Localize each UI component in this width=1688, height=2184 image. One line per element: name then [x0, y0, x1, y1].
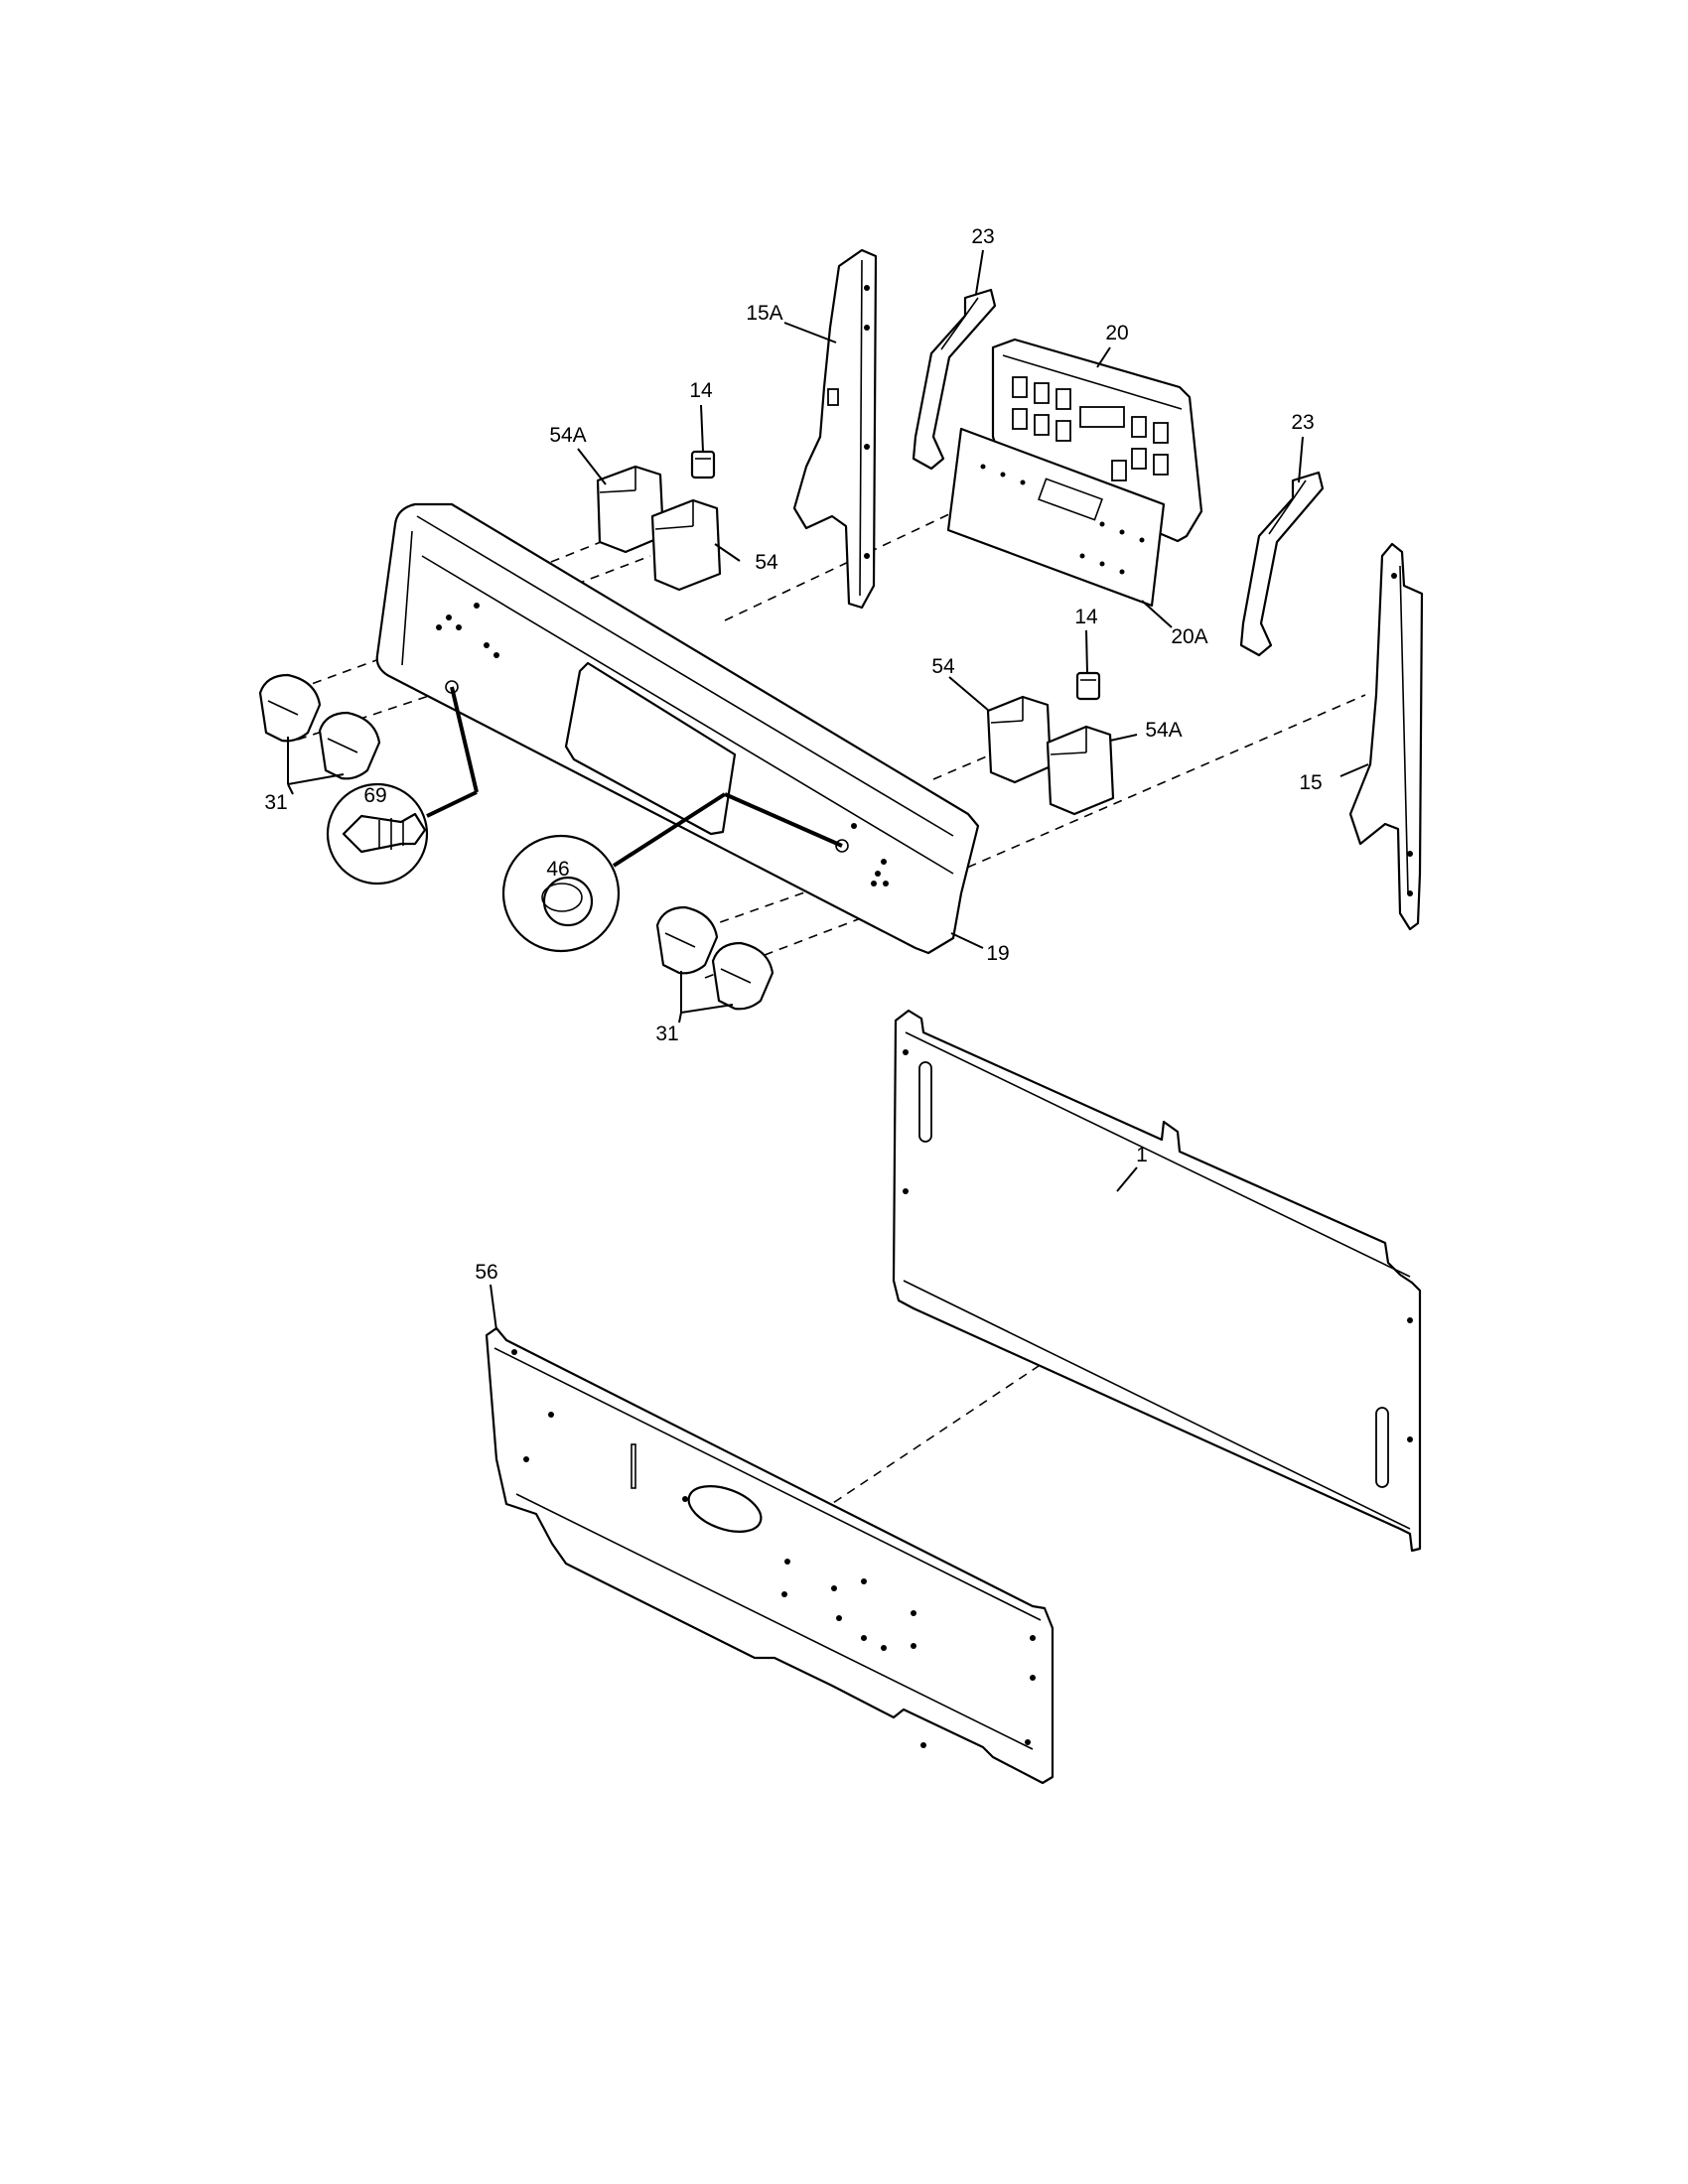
callout-31-lower: 31: [655, 1023, 678, 1045]
callout-54-lower: 54: [931, 655, 955, 678]
callout-69: 69: [363, 784, 386, 807]
part-1-rear-panel: [892, 1009, 1422, 1553]
knob-mount-holes: [436, 614, 889, 887]
callout-1: 1: [1136, 1144, 1148, 1166]
callout-54A-lower: 54A: [1145, 719, 1182, 742]
callout-46: 46: [546, 858, 569, 881]
callout-14-upper: 14: [689, 379, 713, 402]
part-14-switch-upper: [690, 450, 716, 479]
part-31-knob-upper-left-2: [318, 711, 381, 780]
leader-lines: [287, 249, 1369, 1331]
part-31-knob-lower-right-2: [711, 941, 774, 1011]
part-20A-overlay: [946, 427, 1166, 608]
callout-20A: 20A: [1171, 625, 1207, 648]
callout-23-upper: 23: [971, 225, 994, 248]
callout-14-lower: 14: [1074, 606, 1098, 628]
part-15-side-trim: [1348, 542, 1424, 931]
part-31-knob-lower-right-1: [655, 905, 719, 975]
detail-69-screw: [326, 686, 479, 886]
part-20-control-board: [991, 338, 1203, 543]
part-31-knob-upper-left-1: [258, 673, 322, 743]
part-54-infinite-switch-upper: [650, 498, 722, 592]
part-23-end-cap-right: [1239, 471, 1325, 657]
part-23-end-cap-left: [912, 288, 997, 471]
callout-20: 20: [1105, 322, 1128, 344]
callout-19: 19: [986, 942, 1009, 965]
callout-54A-upper: 54A: [549, 424, 586, 447]
callout-15A: 15A: [746, 302, 782, 325]
callout-15: 15: [1299, 771, 1322, 794]
callout-23-lower: 23: [1291, 411, 1314, 434]
part-14-switch-lower: [1075, 671, 1101, 701]
detail-46-button: [501, 792, 843, 953]
callout-56: 56: [475, 1261, 497, 1284]
part-54-infinite-switch-lower: [986, 695, 1053, 784]
part-56-lower-back-panel: [485, 1326, 1055, 1785]
part-15A-side-trim: [792, 248, 878, 610]
part-54A-infinite-switch-lower: [1046, 725, 1115, 816]
callout-31-upper: 31: [264, 791, 287, 814]
callout-54-upper: 54: [755, 551, 778, 574]
callout-labels: 23 20 15A 14 54A 54 23 20A 14 54 54A 15 …: [264, 225, 1322, 1284]
